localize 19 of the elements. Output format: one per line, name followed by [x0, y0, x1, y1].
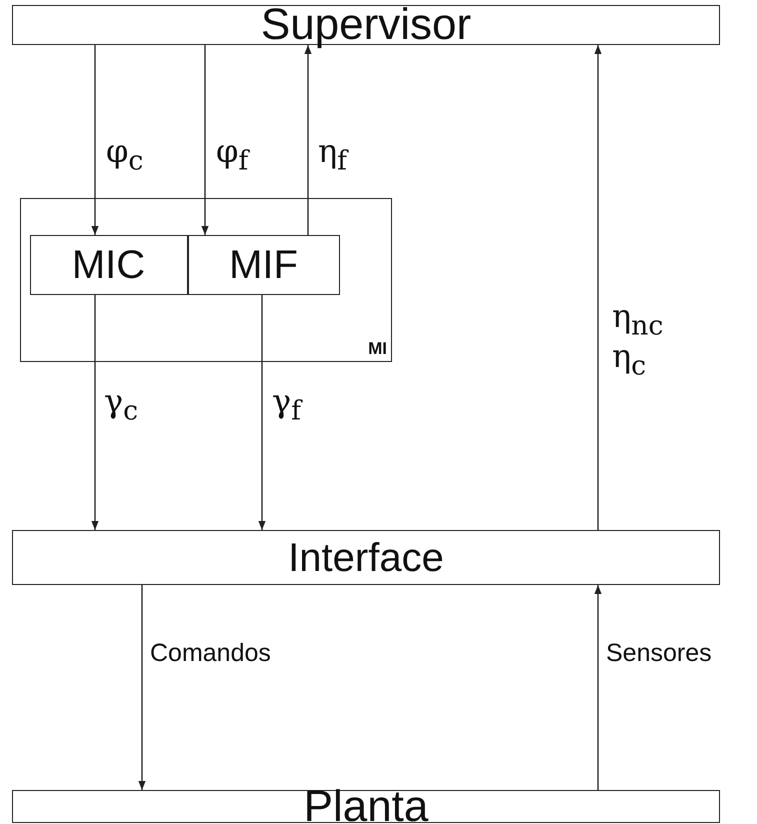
arrow [91, 45, 99, 235]
node-label: Interface [287, 538, 445, 578]
module-box [188, 234, 340, 294]
arrow [594, 45, 602, 530]
arrow [91, 295, 99, 530]
arrow [594, 585, 602, 790]
module-box [30, 234, 188, 294]
plant-box [12, 790, 720, 823]
interface-box [12, 530, 720, 585]
arrow [304, 45, 312, 235]
node-label: Supervisor [260, 3, 472, 47]
node-label: Planta [302, 784, 430, 824]
node-label: MI [368, 340, 387, 357]
arrow [201, 45, 209, 235]
arrow [258, 295, 266, 530]
module-group-box [20, 198, 392, 362]
arrow [138, 585, 146, 790]
node-label: MIF [228, 244, 299, 284]
node-label: MIC [70, 244, 146, 284]
